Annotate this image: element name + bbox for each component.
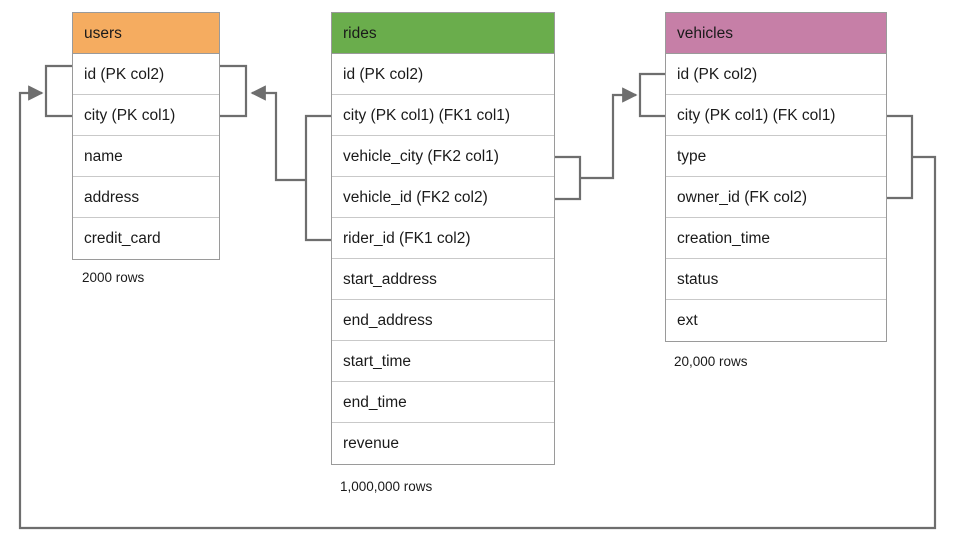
entity-vehicles-header: vehicles [666, 13, 886, 54]
rides-fk2-bracket [555, 155, 582, 201]
entity-rides-field-start-time[interactable]: start_time [332, 341, 554, 382]
entity-rides-field-end-address[interactable]: end_address [332, 300, 554, 341]
entity-vehicles-field-id[interactable]: id (PK col2) [666, 54, 886, 95]
entity-users[interactable]: users id (PK col2) city (PK col1) name a… [72, 12, 220, 260]
entity-rides-field-vehicle-city[interactable]: vehicle_city (FK2 col1) [332, 136, 554, 177]
users-key-bracket-right [220, 64, 248, 118]
entity-rides-field-end-time[interactable]: end_time [332, 382, 554, 423]
entity-rides-field-vehicle-id[interactable]: vehicle_id (FK2 col2) [332, 177, 554, 218]
entity-vehicles-field-owner-id[interactable]: owner_id (FK col2) [666, 177, 886, 218]
entity-rides[interactable]: rides id (PK col2) city (PK col1) (FK1 c… [331, 12, 555, 465]
entity-users-field-credit-card[interactable]: credit_card [73, 218, 219, 259]
entity-rides-field-revenue[interactable]: revenue [332, 423, 554, 464]
rides-fk1-bracket [304, 114, 331, 242]
entity-users-header: users [73, 13, 219, 54]
entity-rides-field-start-address[interactable]: start_address [332, 259, 554, 300]
connector-rides-to-users [250, 85, 306, 182]
entity-rides-field-rider-id[interactable]: rider_id (FK1 col2) [332, 218, 554, 259]
entity-vehicles-field-status[interactable]: status [666, 259, 886, 300]
entity-vehicles-rowcount: 20,000 rows [674, 354, 748, 369]
users-key-bracket [44, 64, 72, 118]
entity-vehicles-field-type[interactable]: type [666, 136, 886, 177]
entity-vehicles-field-creation-time[interactable]: creation_time [666, 218, 886, 259]
connector-rides-to-vehicles [580, 87, 638, 180]
entity-rides-header: rides [332, 13, 554, 54]
entity-users-field-id[interactable]: id (PK col2) [73, 54, 219, 95]
entity-users-field-name[interactable]: name [73, 136, 219, 177]
entity-vehicles-field-city[interactable]: city (PK col1) (FK col1) [666, 95, 886, 136]
entity-rides-field-id[interactable]: id (PK col2) [332, 54, 554, 95]
entity-rides-rowcount: 1,000,000 rows [340, 479, 433, 494]
entity-vehicles[interactable]: vehicles id (PK col2) city (PK col1) (FK… [665, 12, 887, 342]
vehicles-key-bracket [638, 72, 665, 118]
entity-users-field-address[interactable]: address [73, 177, 219, 218]
vehicles-fk-bracket [887, 114, 914, 200]
entity-rides-field-city[interactable]: city (PK col1) (FK1 col1) [332, 95, 554, 136]
entity-users-rowcount: 2000 rows [82, 270, 145, 285]
entity-vehicles-field-ext[interactable]: ext [666, 300, 886, 341]
entity-users-field-city[interactable]: city (PK col1) [73, 95, 219, 136]
